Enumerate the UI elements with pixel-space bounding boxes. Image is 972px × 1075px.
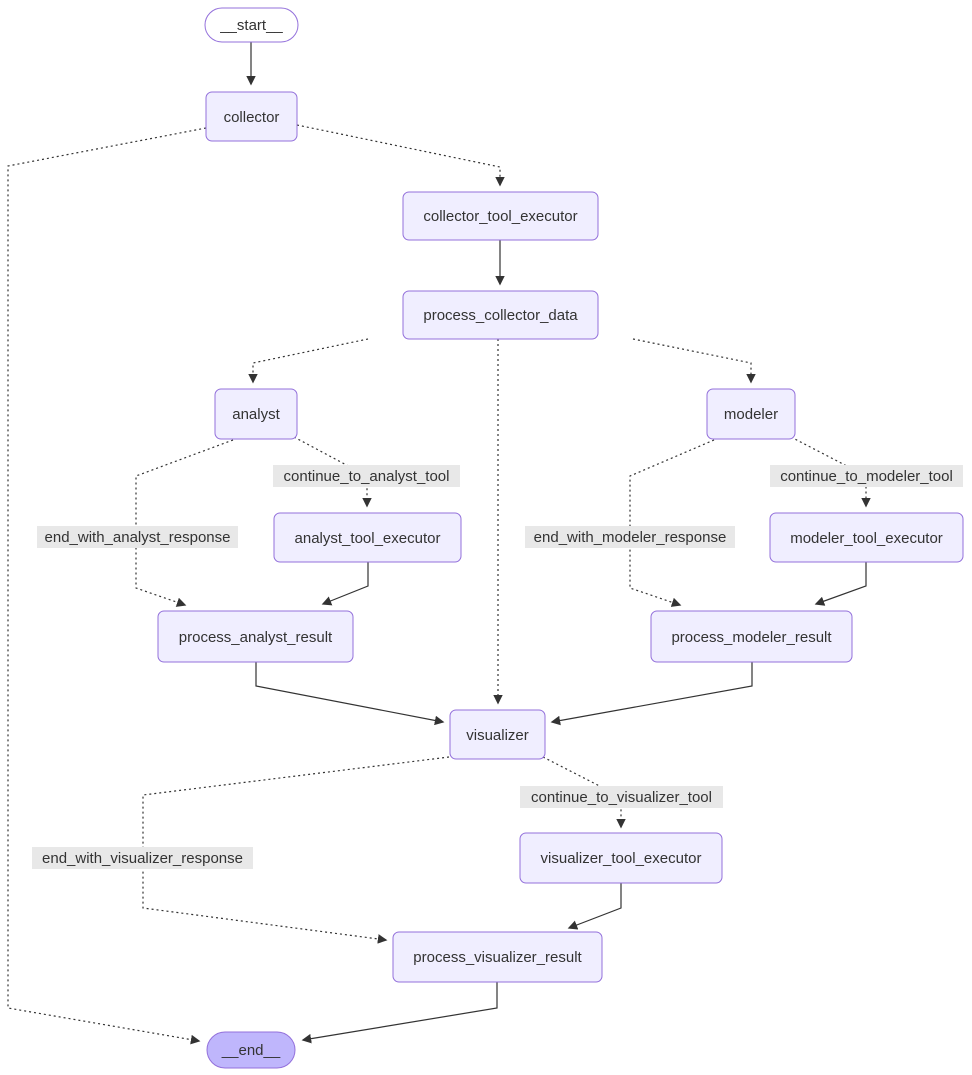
node-analyst-label: analyst — [232, 406, 280, 423]
node-process-modeler-result-label: process_modeler_result — [671, 629, 832, 646]
node-process-collector-data-shape — [402, 290, 599, 340]
node-visualizer: visualizer — [449, 709, 546, 760]
edge-modeler-tool-executor-to-process-modeler-result — [814, 562, 867, 606]
node-modeler-shape — [706, 388, 796, 440]
node-process-visualizer-result: process_visualizer_result — [392, 931, 603, 983]
edge-label-text: end_with_visualizer_response — [42, 850, 243, 867]
node-process-analyst-result-shape — [157, 610, 354, 663]
node-start-shape — [204, 7, 299, 43]
node-collector-shape — [205, 91, 298, 142]
node-process-collector-data-label: process_collector_data — [423, 307, 578, 324]
node-process-collector-data: process_collector_data — [402, 290, 599, 340]
edge-process-analyst-result-to-visualizer — [255, 662, 445, 726]
edge-label-bg — [520, 786, 723, 808]
nodes: __start__ collector collector_tool_execu… — [157, 7, 964, 1069]
edge-label-end-with-analyst-response: end_with_analyst_response — [37, 526, 238, 548]
node-collector-tool-executor-shape — [402, 191, 599, 241]
node-visualizer-tool-executor-label: visualizer_tool_executor — [541, 850, 702, 867]
edge-label-continue-to-modeler-tool: continue_to_modeler_tool — [770, 465, 963, 487]
node-collector-label: collector — [224, 109, 280, 126]
edge-label-text: end_with_modeler_response — [534, 529, 727, 546]
edge-label-bg — [32, 847, 253, 869]
node-analyst-shape — [214, 388, 298, 440]
edge-analyst-tool-executor-to-process-analyst-result — [321, 562, 369, 606]
edge-label-bg — [525, 526, 735, 548]
node-collector-tool-executor: collector_tool_executor — [402, 191, 599, 241]
node-analyst-tool-executor-shape — [273, 512, 462, 563]
edge-label-bg — [37, 526, 238, 548]
node-process-visualizer-result-label: process_visualizer_result — [413, 949, 582, 966]
edge-label-bg — [273, 465, 460, 487]
node-modeler-tool-executor-label: modeler_tool_executor — [790, 530, 943, 547]
node-collector: collector — [205, 91, 298, 142]
node-collector-tool-executor-label: collector_tool_executor — [423, 208, 577, 225]
edge-label-end-with-modeler-response: end_with_modeler_response — [525, 526, 735, 548]
node-modeler: modeler — [706, 388, 796, 440]
node-visualizer-tool-executor: visualizer_tool_executor — [519, 832, 723, 884]
node-start: __start__ — [204, 7, 299, 43]
node-modeler-label: modeler — [724, 406, 778, 423]
edge-collector-to-collector-tool-executor — [296, 124, 505, 187]
node-visualizer-tool-executor-shape — [519, 832, 723, 884]
node-end-shape — [206, 1031, 296, 1069]
node-end-label: __end__ — [221, 1042, 281, 1059]
edge-process-modeler-result-to-visualizer — [550, 662, 753, 726]
edge-process-collector-data-to-analyst — [248, 338, 369, 384]
node-process-visualizer-result-shape — [392, 931, 603, 983]
node-end: __end__ — [206, 1031, 296, 1069]
edge-modeler-to-process-modeler-result — [629, 439, 715, 607]
edges — [7, 42, 871, 1045]
node-modeler-tool-executor-shape — [769, 512, 964, 563]
edge-label-text: continue_to_analyst_tool — [284, 468, 450, 485]
edge-label-bg — [770, 465, 963, 487]
edge-label-text: continue_to_visualizer_tool — [531, 789, 712, 806]
edge-label-end-with-visualizer-response: end_with_visualizer_response — [32, 847, 253, 869]
node-visualizer-shape — [449, 709, 546, 760]
edge-label-continue-to-analyst-tool: continue_to_analyst_tool — [273, 465, 460, 487]
node-analyst: analyst — [214, 388, 298, 440]
edge-analyst-to-process-analyst-result — [135, 439, 234, 607]
node-analyst-tool-executor: analyst_tool_executor — [273, 512, 462, 563]
edge-collector-to-end — [7, 127, 207, 1045]
node-process-analyst-result-label: process_analyst_result — [179, 629, 333, 646]
node-analyst-tool-executor-label: analyst_tool_executor — [295, 530, 441, 547]
node-process-modeler-result-shape — [650, 610, 853, 663]
node-modeler-tool-executor: modeler_tool_executor — [769, 512, 964, 563]
node-process-analyst-result: process_analyst_result — [157, 610, 354, 663]
edge-process-visualizer-result-to-end — [301, 982, 498, 1044]
edge-label-continue-to-visualizer-tool: continue_to_visualizer_tool — [520, 786, 723, 808]
edge-label-text: end_with_analyst_response — [45, 529, 231, 546]
node-process-modeler-result: process_modeler_result — [650, 610, 853, 663]
node-visualizer-label: visualizer — [466, 727, 529, 744]
node-start-label: __start__ — [219, 17, 283, 34]
edge-process-collector-data-to-modeler — [632, 338, 756, 384]
edge-label-text: continue_to_modeler_tool — [780, 468, 953, 485]
edge-labels: continue_to_analyst_tool end_with_analys… — [32, 465, 963, 869]
edge-visualizer-tool-executor-to-process-visualizer-result — [567, 883, 622, 930]
